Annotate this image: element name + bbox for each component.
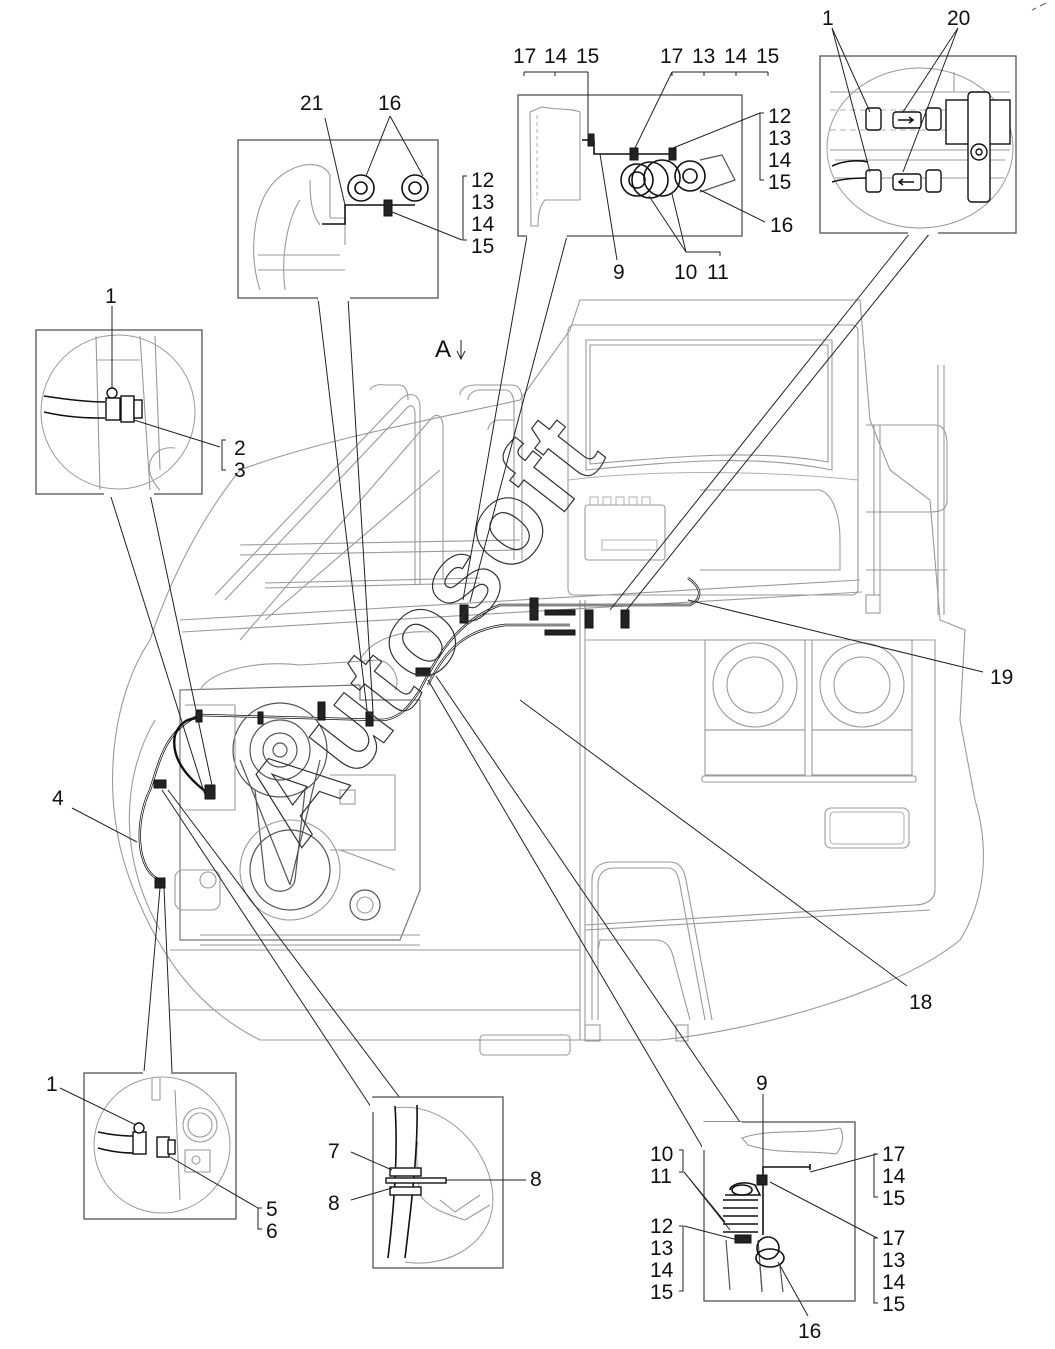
callout-11: 11 bbox=[707, 261, 729, 284]
callout-1: 1 bbox=[822, 7, 834, 30]
view-marker-a: A bbox=[435, 336, 451, 363]
callout-11: 11 bbox=[650, 1165, 672, 1188]
leader-lines bbox=[71, 232, 984, 1151]
callout-17: 17 bbox=[660, 45, 683, 68]
watermark: Autosoft bbox=[216, 389, 630, 866]
callout-5: 5 bbox=[266, 1198, 278, 1221]
callout-1: 1 bbox=[105, 285, 117, 308]
callout-3: 3 bbox=[234, 459, 246, 482]
callout-10: 10 bbox=[650, 1143, 673, 1166]
callout-10: 10 bbox=[674, 261, 697, 284]
callout-17: 17 bbox=[882, 1143, 905, 1166]
callout-16: 16 bbox=[770, 214, 793, 237]
callout-14: 14 bbox=[650, 1259, 674, 1282]
callout-15: 15 bbox=[576, 45, 599, 68]
callout-15: 15 bbox=[471, 235, 494, 258]
machine-outline bbox=[112, 299, 984, 1056]
callout-12: 12 bbox=[471, 169, 494, 192]
callout-13: 13 bbox=[692, 45, 715, 68]
callout-14: 14 bbox=[768, 149, 792, 172]
callout-8: 8 bbox=[328, 1192, 340, 1215]
callout-2: 2 bbox=[234, 437, 246, 460]
main-callouts: A 4 18 19 bbox=[52, 336, 1013, 1014]
callout-15: 15 bbox=[882, 1187, 905, 1210]
callout-8: 8 bbox=[530, 1168, 542, 1191]
detail-clamp: 7 8 8 bbox=[328, 1096, 542, 1269]
callout-14: 14 bbox=[471, 213, 495, 236]
callout-6: 6 bbox=[266, 1220, 278, 1243]
detail-cab-mount: 17 14 15 17 13 14 15 12 13 14 15 16 9 10… bbox=[513, 45, 793, 284]
callout-13: 13 bbox=[882, 1249, 905, 1272]
detail-fittings: 1 20 bbox=[819, 7, 1017, 235]
callout-13: 13 bbox=[650, 1237, 673, 1260]
callout-12: 12 bbox=[650, 1215, 673, 1238]
scan-artifact bbox=[1031, 2, 1047, 11]
callout-13: 13 bbox=[768, 127, 791, 150]
callout-9: 9 bbox=[613, 261, 625, 284]
callout-18: 18 bbox=[909, 991, 932, 1014]
callout-16: 16 bbox=[378, 92, 401, 115]
callout-15: 15 bbox=[882, 1293, 905, 1316]
callout-17: 17 bbox=[513, 45, 536, 68]
callout-14: 14 bbox=[724, 45, 748, 68]
callout-16: 16 bbox=[798, 1320, 821, 1343]
callout-15: 15 bbox=[650, 1281, 673, 1304]
callout-13: 13 bbox=[471, 191, 494, 214]
callout-12: 12 bbox=[768, 105, 791, 128]
view-arrow-icon bbox=[456, 340, 466, 361]
detail-bottom-right: 9 10 11 12 13 14 15 17 14 15 17 13 14 15… bbox=[650, 1072, 906, 1343]
callout-15: 15 bbox=[768, 171, 791, 194]
callout-4: 4 bbox=[52, 787, 64, 810]
callout-14: 14 bbox=[882, 1165, 906, 1188]
callout-14: 14 bbox=[882, 1271, 906, 1294]
callout-9: 9 bbox=[756, 1072, 768, 1095]
watermark-text: Autosoft bbox=[216, 390, 628, 866]
detail-engine-bracket: 21 16 12 13 14 15 bbox=[237, 92, 495, 301]
callout-19: 19 bbox=[990, 666, 1013, 689]
callout-15: 15 bbox=[756, 45, 779, 68]
callout-14: 14 bbox=[544, 45, 568, 68]
detail-fitting-bottom-left: 1 5 6 bbox=[46, 1071, 278, 1243]
callout-21: 21 bbox=[300, 92, 323, 115]
callout-20: 20 bbox=[947, 7, 970, 30]
hose-route bbox=[138, 577, 701, 889]
detail-fitting-top-left: 1 2 3 bbox=[35, 285, 246, 497]
callout-1: 1 bbox=[46, 1073, 58, 1096]
callout-7: 7 bbox=[328, 1140, 340, 1163]
callout-17: 17 bbox=[882, 1227, 905, 1250]
engine bbox=[174, 631, 431, 946]
